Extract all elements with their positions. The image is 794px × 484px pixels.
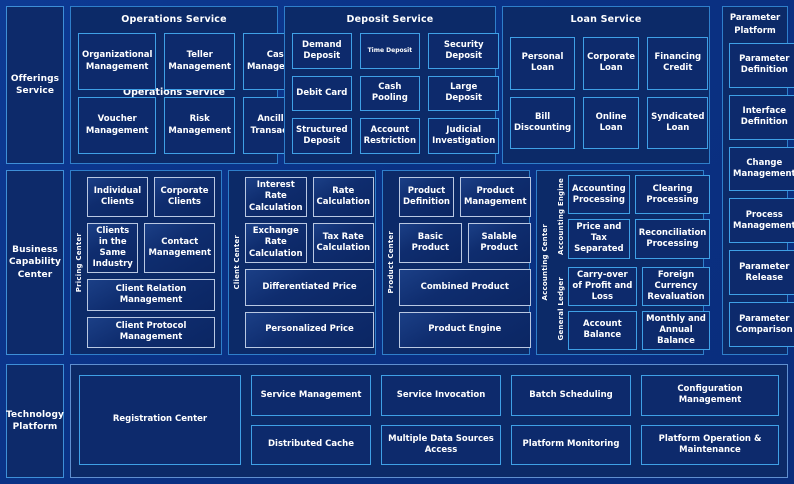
group-operations-service-title: Operations Service: [121, 14, 227, 25]
tile-voucher-management[interactable]: Voucher Management: [78, 97, 157, 154]
tile-differentiated-price[interactable]: Differentiated Price: [245, 269, 374, 306]
vertical-label-general-ledger: General Ledger: [556, 276, 565, 340]
tile-parameter-comparison[interactable]: Parameter Comparison: [729, 302, 794, 347]
tile-product-definition[interactable]: Product Definition: [399, 177, 454, 217]
tile-change-management[interactable]: Change Management: [729, 146, 794, 192]
tile-product-engine[interactable]: Product Engine: [399, 311, 531, 348]
tile-syndicated-loan[interactable]: Syndicated Loan: [647, 96, 709, 149]
tile-tax-rate-calculation[interactable]: Tax Rate Calculation: [312, 223, 374, 263]
tile-interest-rate-calculation[interactable]: Interest Rate Calculation: [245, 177, 307, 217]
tile-interface-definition[interactable]: Interface Definition: [729, 94, 794, 140]
tile-batch-scheduling[interactable]: Batch Scheduling: [511, 375, 631, 416]
tile-corporate-loan[interactable]: Corporate Loan: [583, 37, 640, 90]
group-parameter-platform-title: Parameter Platform: [729, 13, 781, 36]
tile-product-management[interactable]: Product Management: [459, 177, 531, 217]
rail-business-capability-center-label: Business Capability Center: [8, 245, 62, 280]
vertical-label-accounting-center: Accounting Center: [541, 224, 549, 301]
group-loan-service[interactable]: Loan Service Personal Loan Corporate Loa…: [502, 6, 710, 164]
tile-debit-card[interactable]: Debit Card: [292, 75, 352, 112]
subgroup-general-ledger[interactable]: General Ledger Carry-over of Profit and …: [553, 263, 715, 355]
vertical-label-client-center: Client Center: [233, 235, 241, 290]
tile-monthly-and-annual-balance[interactable]: Monthly and Annual Balance: [641, 310, 711, 350]
tile-organizational-management[interactable]: Organizational Management: [78, 33, 157, 90]
tile-cash-pooling[interactable]: Cash Pooling: [359, 75, 421, 112]
tile-client-protocol-management[interactable]: Client Protocol Management: [87, 316, 215, 348]
tile-individual-clients[interactable]: Individual Clients: [87, 177, 148, 217]
tile-bill-discounting[interactable]: Bill Discounting: [510, 96, 576, 149]
tile-platform-monitoring[interactable]: Platform Monitoring: [511, 424, 631, 465]
tile-configuration-management[interactable]: Configuration Management: [641, 375, 779, 416]
tile-judicial-investigation[interactable]: Judicial Investigation: [428, 118, 500, 154]
tile-structured-deposit[interactable]: Structured Deposit: [292, 118, 352, 154]
tile-multiple-data-sources-access[interactable]: Multiple Data Sources Access: [381, 424, 501, 465]
tile-foreign-currency-revaluation[interactable]: Foreign Currency Revaluation: [641, 266, 711, 306]
tile-combined-product[interactable]: Combined Product: [399, 269, 531, 306]
group-parameter-platform[interactable]: Parameter Platform Parameter Definition …: [722, 6, 794, 355]
tile-distributed-cache[interactable]: Distributed Cache: [251, 424, 371, 465]
tile-exchange-rate-calculation[interactable]: Exchange Rate Calculation: [245, 223, 307, 263]
offerings-service-row: Offerings Service Operations Service Ope…: [6, 6, 788, 164]
group-pricing-center[interactable]: Pricing Center Individual Clients Corpor…: [70, 170, 222, 355]
rail-technology-platform-label: Technology Platform: [6, 409, 64, 432]
group-deposit-service-title: Deposit Service: [346, 14, 434, 25]
group-technology-platform[interactable]: Registration Center Service Management S…: [70, 364, 788, 478]
tile-accounting-processing[interactable]: Accounting Processing: [568, 175, 630, 215]
tile-carry-over-of-profit-and-loss[interactable]: Carry-over of Profit and Loss: [568, 266, 637, 306]
group-deposit-service[interactable]: Deposit Service Demand Deposit Time Depo…: [284, 6, 500, 164]
rail-offerings-service[interactable]: Offerings Service: [6, 6, 64, 164]
tile-clients-in-the-same-industry[interactable]: Clients in the Same Industry: [87, 223, 139, 274]
tile-registration-center[interactable]: Registration Center: [79, 375, 241, 465]
tile-contact-management[interactable]: Contact Management: [144, 223, 215, 274]
tile-platform-operation-and-maintenance[interactable]: Platform Operation & Maintenance: [641, 424, 779, 465]
tile-time-deposit[interactable]: Time Deposit: [359, 33, 421, 69]
tile-personal-loan[interactable]: Personal Loan: [510, 37, 576, 90]
tile-online-loan[interactable]: Online Loan: [583, 96, 640, 149]
tile-personalized-price[interactable]: Personalized Price: [245, 311, 374, 348]
tile-price-and-tax-separated[interactable]: Price and Tax Separated: [568, 219, 630, 259]
tile-clearing-processing[interactable]: Clearing Processing: [634, 175, 711, 215]
tile-parameter-definition[interactable]: Parameter Definition: [729, 43, 794, 88]
tile-account-restriction[interactable]: Account Restriction: [359, 118, 421, 154]
tile-security-deposit[interactable]: Security Deposit: [428, 33, 500, 69]
tile-demand-deposit[interactable]: Demand Deposit: [292, 33, 352, 69]
technology-platform-row: Technology Platform Registration Center …: [6, 364, 788, 478]
rail-offerings-service-label: Offerings Service: [10, 73, 60, 96]
tile-parameter-release[interactable]: Parameter Release: [729, 250, 794, 296]
group-operations-service[interactable]: Operations Service Operations Service Or…: [70, 6, 314, 164]
tile-rate-calculation[interactable]: Rate Calculation: [312, 177, 374, 217]
group-client-center[interactable]: Client Center Interest Rate Calculation …: [228, 170, 376, 355]
tile-salable-product[interactable]: Salable Product: [467, 223, 531, 263]
tile-risk-management[interactable]: Risk Management: [164, 97, 235, 154]
group-product-center[interactable]: Product Center Product Definition Produc…: [382, 170, 531, 355]
vertical-label-accounting-engine: Accounting Engine: [556, 178, 565, 256]
group-loan-service-title: Loan Service: [570, 14, 642, 25]
vertical-label-pricing-center: Pricing Center: [75, 232, 83, 293]
tile-client-relation-management[interactable]: Client Relation Management: [87, 279, 215, 311]
tile-service-invocation[interactable]: Service Invocation: [381, 375, 501, 416]
tile-teller-management[interactable]: Teller Management: [164, 33, 235, 90]
subgroup-accounting-engine[interactable]: Accounting Engine Accounting Processing …: [553, 171, 715, 263]
tile-corporate-clients[interactable]: Corporate Clients: [154, 177, 215, 217]
tile-account-balance[interactable]: Account Balance: [568, 310, 637, 350]
vertical-label-product-center: Product Center: [387, 231, 395, 294]
tile-process-management[interactable]: Process Management: [729, 198, 794, 244]
tile-large-deposit[interactable]: Large Deposit: [428, 75, 500, 112]
tile-financing-credit[interactable]: Financing Credit: [647, 37, 709, 90]
tile-service-management[interactable]: Service Management: [251, 375, 371, 416]
group-accounting-center[interactable]: Accounting Center Accounting Engine Acco…: [536, 170, 711, 355]
tile-basic-product[interactable]: Basic Product: [399, 223, 462, 263]
business-capability-center-row: Business Capability Center Pricing Cente…: [6, 170, 716, 355]
rail-technology-platform[interactable]: Technology Platform: [6, 364, 64, 478]
rail-business-capability-center[interactable]: Business Capability Center: [6, 170, 64, 355]
tile-reconciliation-processing[interactable]: Reconciliation Processing: [634, 219, 711, 259]
